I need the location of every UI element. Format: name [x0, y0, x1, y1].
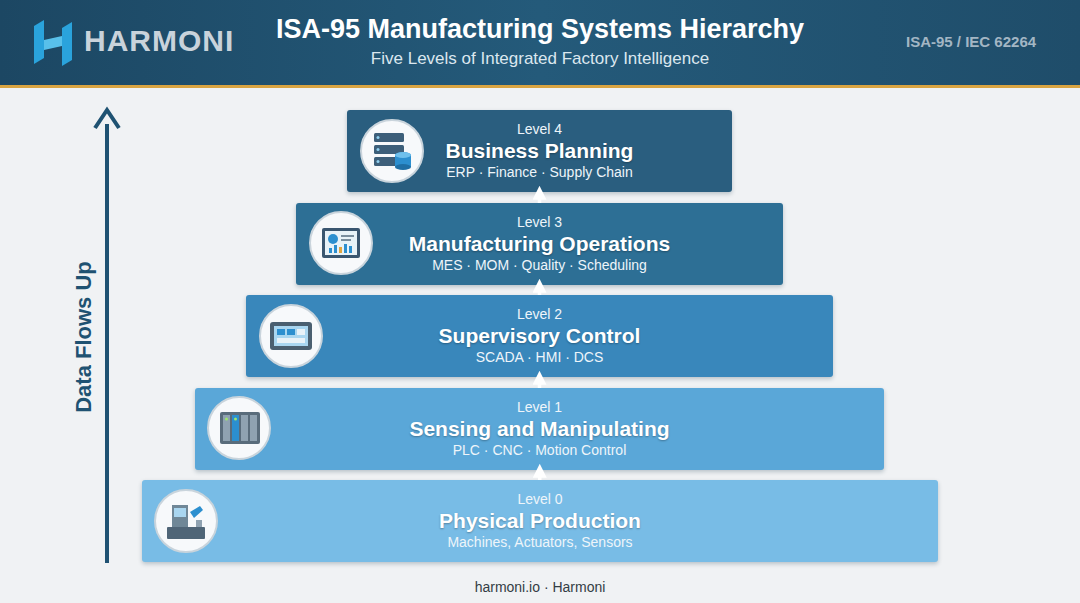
- flow-arrow: [538, 377, 542, 388]
- flow-arrow: [538, 470, 542, 480]
- hmi-icon: [260, 305, 322, 367]
- level-number: Level 0: [517, 491, 562, 508]
- level-band: Level 4Business PlanningERP · Finance · …: [347, 110, 732, 192]
- flow-arrow: [538, 192, 542, 203]
- standard-tag: ISA-95 / IEC 62264: [906, 33, 1036, 50]
- level-band: Level 2Supervisory ControlSCADA · HMI · …: [246, 295, 833, 377]
- flow-arrow: [538, 285, 542, 295]
- band-content: Level 2Supervisory ControlSCADA · HMI · …: [246, 295, 833, 377]
- level-band: Level 3Manufacturing OperationsMES · MOM…: [296, 203, 783, 285]
- brand-name: HARMONI: [84, 24, 234, 58]
- machine-icon: [155, 490, 217, 552]
- band-content: Level 3Manufacturing OperationsMES · MOM…: [296, 203, 783, 285]
- band-content: Level 0Physical ProductionMachines, Actu…: [142, 480, 938, 562]
- level-number: Level 1: [517, 399, 562, 416]
- band-content: Level 4Business PlanningERP · Finance · …: [347, 110, 732, 192]
- level-title: Business Planning: [446, 138, 634, 163]
- level-number: Level 4: [517, 121, 562, 138]
- server-icon: [361, 120, 423, 182]
- logo-icon: [28, 18, 78, 68]
- level-title: Supervisory Control: [439, 323, 641, 348]
- footer-text: harmoni.io · Harmoni: [0, 579, 1080, 595]
- level-band: Level 0Physical ProductionMachines, Actu…: [142, 480, 938, 562]
- level-title: Sensing and Manipulating: [409, 416, 669, 441]
- plc-icon: [208, 397, 270, 459]
- level-systems: Machines, Actuators, Sensors: [447, 533, 632, 551]
- dashboard-icon: [310, 212, 372, 274]
- level-band: Level 1Sensing and ManipulatingPLC · CNC…: [195, 388, 884, 470]
- level-systems: MES · MOM · Quality · Scheduling: [432, 256, 647, 274]
- level-systems: SCADA · HMI · DCS: [476, 348, 604, 366]
- level-systems: ERP · Finance · Supply Chain: [446, 163, 633, 181]
- axis-label: Data Flows Up: [71, 261, 97, 413]
- level-number: Level 2: [517, 306, 562, 323]
- level-title: Physical Production: [439, 508, 641, 533]
- subtitle: Five Levels of Integrated Factory Intell…: [0, 49, 1080, 69]
- band-content: Level 1Sensing and ManipulatingPLC · CNC…: [195, 388, 884, 470]
- level-number: Level 3: [517, 214, 562, 231]
- level-title: Manufacturing Operations: [409, 231, 670, 256]
- accent-line: [0, 85, 1080, 88]
- level-systems: PLC · CNC · Motion Control: [453, 441, 627, 459]
